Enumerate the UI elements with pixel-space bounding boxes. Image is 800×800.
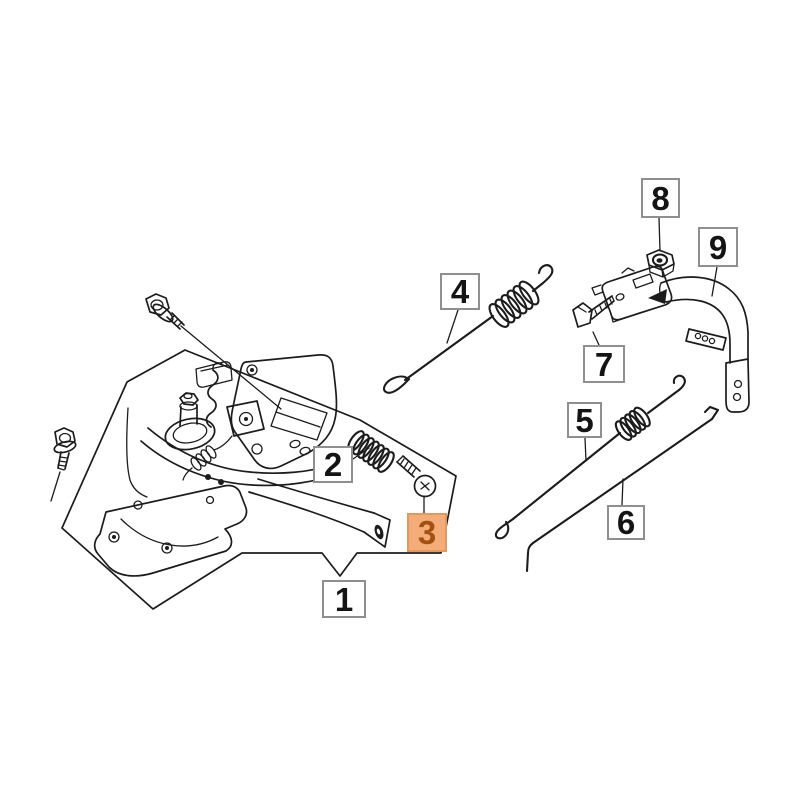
- part-3-screw: [396, 455, 437, 498]
- part-label-2[interactable]: 2: [313, 446, 353, 483]
- part-label-8[interactable]: 8: [641, 178, 680, 218]
- part-2-spring: [347, 430, 395, 473]
- part-9-control-lever: [591, 265, 750, 413]
- part-label-7[interactable]: 7: [583, 345, 625, 383]
- flange-bolt-left: [53, 427, 77, 471]
- part-5-rod-spring: [494, 374, 686, 540]
- part-label-4[interactable]: 4: [440, 273, 480, 310]
- part-label-3[interactable]: 3: [407, 513, 447, 552]
- part-label-9[interactable]: 9: [698, 227, 738, 267]
- part-7-bolt: [572, 295, 615, 328]
- part-label-1[interactable]: 1: [322, 580, 366, 618]
- part-1-bracket-assembly: [93, 354, 391, 577]
- part-1-outline: [61, 349, 457, 610]
- flange-bolt-top: [145, 293, 185, 330]
- part-8-nut: [646, 249, 675, 278]
- part-4-spring: [382, 264, 554, 394]
- leader-lines: [50, 217, 718, 514]
- part-label-5[interactable]: 5: [567, 402, 602, 438]
- part-label-6[interactable]: 6: [607, 505, 645, 540]
